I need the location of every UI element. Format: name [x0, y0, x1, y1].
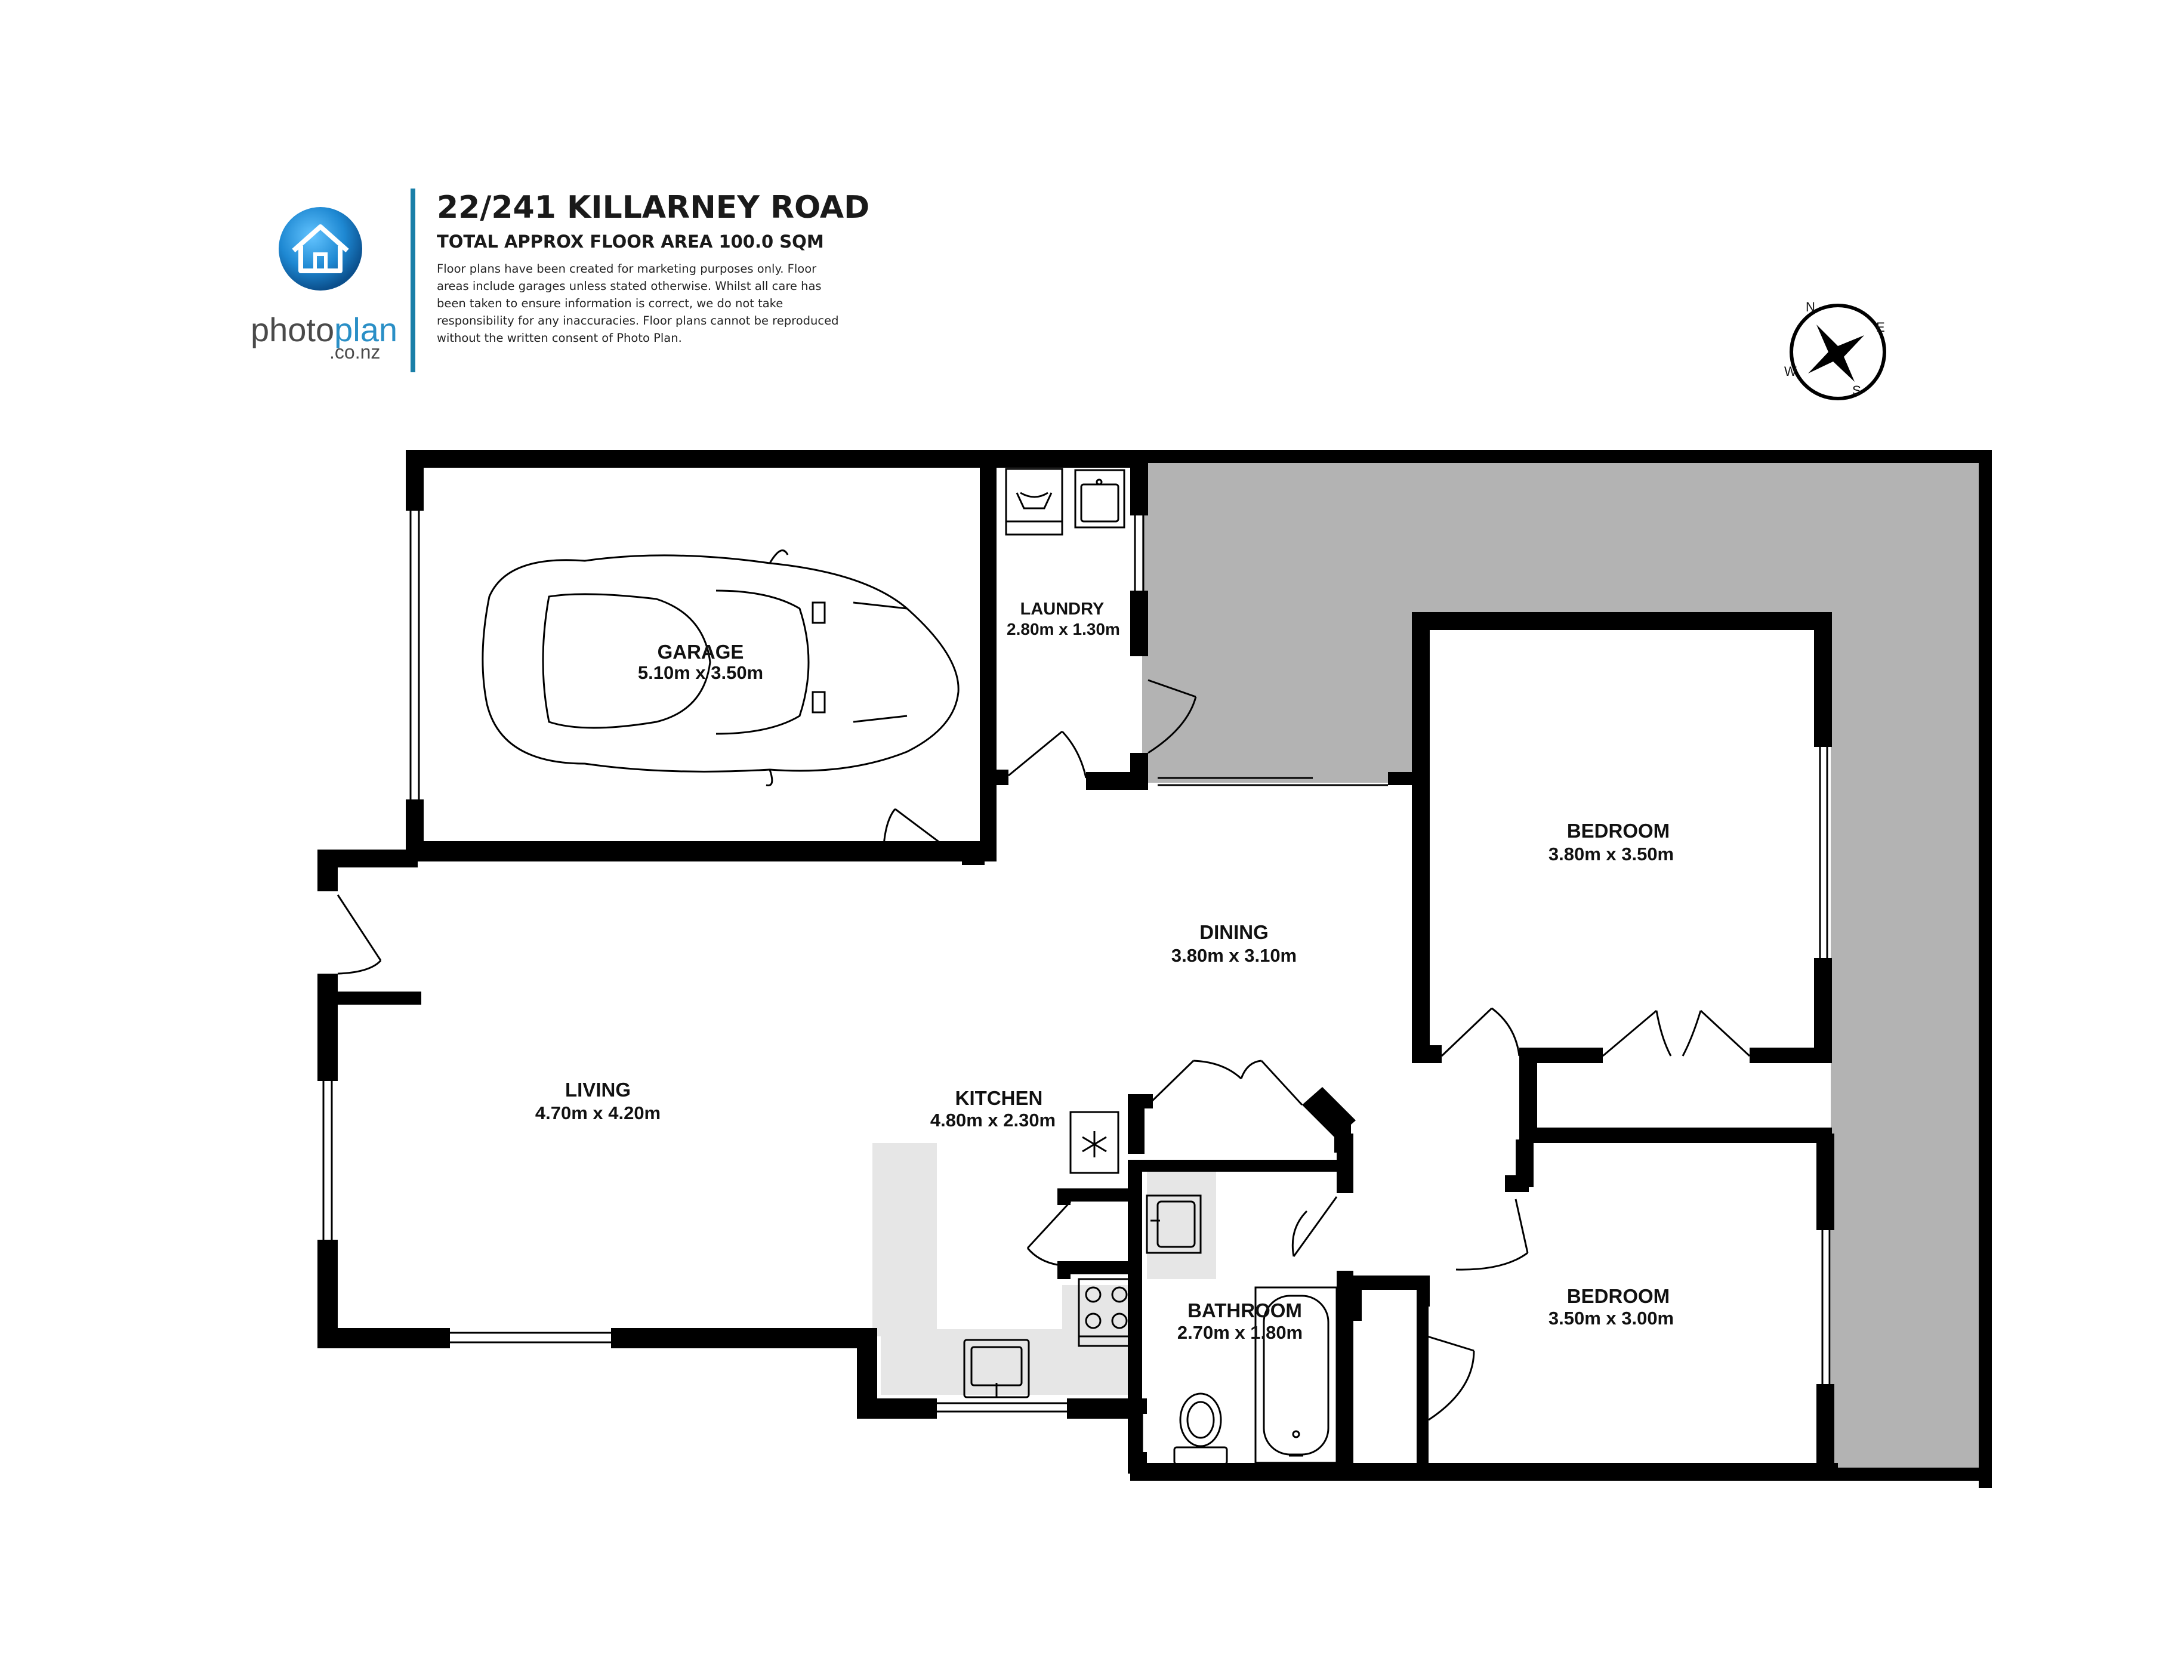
floor-area-subtitle: TOTAL APPROX FLOOR AREA 100.0 SQM: [437, 231, 824, 252]
dining-dims: 3.80m x 3.10m: [1171, 945, 1297, 966]
page-title: 22/241 KILLARNEY ROAD: [437, 190, 870, 226]
disclaimer-text: Floor plans have been created for market…: [437, 262, 839, 345]
room-labels: GARAGE 5.10m x 3.50m LAUNDRY 2.80m x 1.3…: [535, 600, 1674, 1343]
kitchen-bench: [872, 1143, 1134, 1395]
deck-area: [1142, 463, 1987, 1480]
garage-dims: 5.10m x 3.50m: [638, 662, 763, 683]
bedroom1-dims: 3.80m x 3.50m: [1548, 844, 1674, 864]
washing-machine-icon: [1005, 468, 1063, 536]
bedroom2-dims: 3.50m x 3.00m: [1548, 1308, 1674, 1329]
living-dims: 4.70m x 4.20m: [535, 1102, 661, 1123]
toilet-icon: [1173, 1392, 1228, 1465]
compass-south: S: [1852, 383, 1861, 398]
bedroom2-label: BEDROOM: [1567, 1285, 1670, 1307]
fridge-icon: [1069, 1111, 1119, 1174]
sink-icon: [1074, 469, 1125, 529]
bathroom-dims: 2.70m x 1.80m: [1177, 1322, 1303, 1343]
bathtub-icon: [1254, 1286, 1338, 1464]
car-icon: [482, 549, 960, 786]
kitchen-dims: 4.80m x 2.30m: [930, 1110, 1056, 1131]
walls: [317, 450, 1992, 1488]
compass-north: N: [1806, 299, 1815, 314]
compass-icon: N E S W: [1784, 299, 1886, 400]
living-label: LIVING: [565, 1079, 631, 1101]
house-logo-icon: [279, 207, 362, 291]
kitchen-sink-icon: [963, 1339, 1030, 1398]
cooktop-icon: [1078, 1278, 1135, 1347]
bathroom-label: BATHROOM: [1187, 1299, 1302, 1321]
doors: [337, 679, 1751, 1421]
compass-west: W: [1784, 364, 1797, 379]
laundry-dims: 2.80m x 1.30m: [1007, 620, 1120, 638]
windows: [322, 511, 1831, 1477]
kitchen-label: KITCHEN: [955, 1087, 1043, 1109]
garage-label: GARAGE: [658, 641, 744, 663]
brand-domain: .co.nz: [329, 341, 381, 363]
brand-name: photoplan: [251, 311, 398, 348]
compass-east: E: [1876, 320, 1885, 335]
laundry-label: LAUNDRY: [1020, 600, 1105, 619]
header-divider: [411, 189, 415, 372]
dining-label: DINING: [1199, 921, 1269, 943]
vanity-sink-icon: [1146, 1194, 1202, 1254]
bedroom1-label: BEDROOM: [1567, 820, 1670, 842]
